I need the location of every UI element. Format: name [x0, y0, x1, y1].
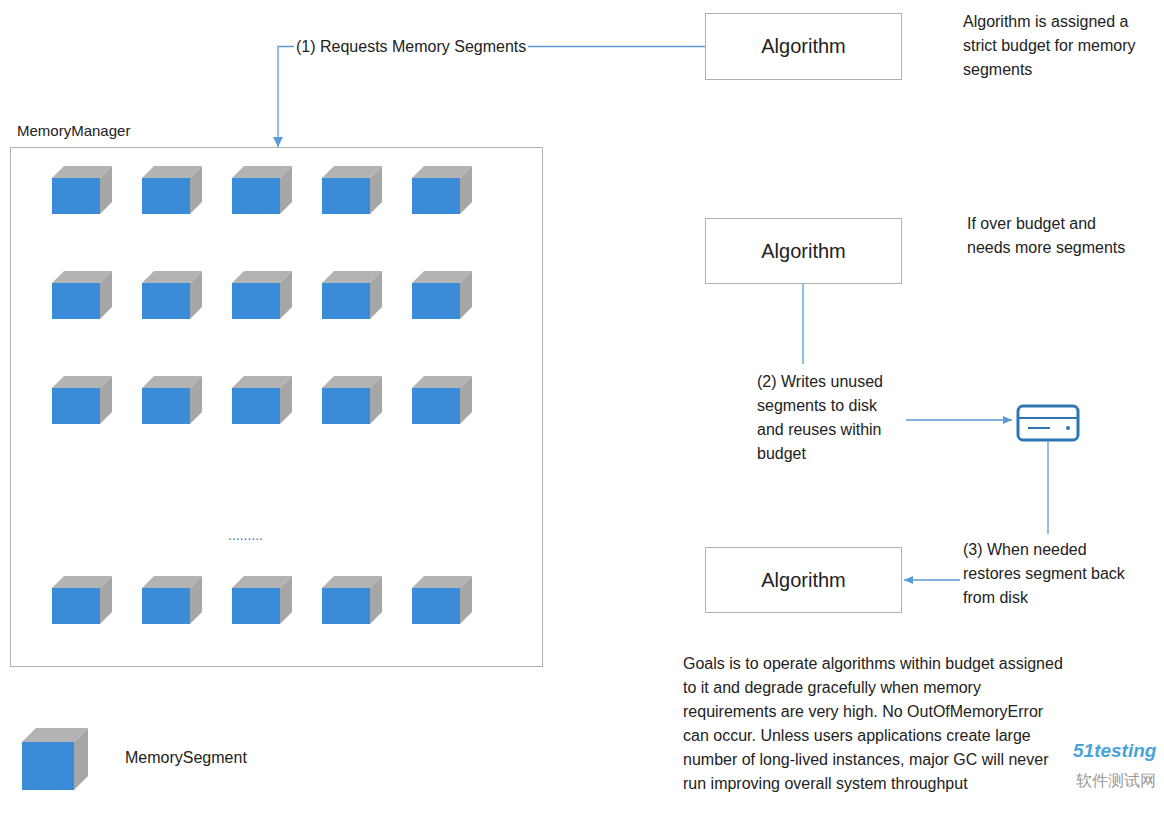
cube-face	[412, 178, 460, 214]
ellipsis: .........	[228, 526, 298, 544]
cube-face	[142, 283, 190, 319]
cube-face	[370, 376, 382, 424]
cube-face	[190, 166, 202, 214]
cube-face	[280, 376, 292, 424]
step-label: (2) Writes unused segments to disk and r…	[757, 370, 899, 466]
watermark: 软件测试网	[1076, 770, 1160, 791]
box-title: Algorithm	[761, 35, 845, 58]
cube-face	[322, 283, 370, 319]
box-heading: MemoryManager	[17, 122, 130, 139]
cube-face	[232, 178, 280, 214]
cube-face	[52, 388, 100, 424]
goal-note: Goals is to operate algorithms within bu…	[683, 652, 1071, 796]
cube-face	[232, 588, 280, 624]
cube-face	[412, 588, 460, 624]
legend-cube	[22, 728, 88, 790]
watermark: 51testing	[1073, 738, 1161, 763]
algorithm-box: Algorithm	[705, 547, 902, 613]
cube-face	[322, 588, 370, 624]
memory-segments	[52, 166, 472, 624]
cube-face	[52, 588, 100, 624]
box-title: Algorithm	[761, 240, 845, 263]
cube-face	[232, 388, 280, 424]
cube-face	[52, 283, 100, 319]
cube-face	[280, 271, 292, 319]
manager-box: MemoryManager	[10, 147, 543, 667]
cube-face	[142, 588, 190, 624]
algorithm-box: Algorithm	[705, 218, 902, 284]
cube-face	[460, 166, 472, 214]
cube-face	[412, 283, 460, 319]
cube-face	[322, 388, 370, 424]
cube-face	[460, 271, 472, 319]
cube-face	[100, 576, 112, 624]
cube-face	[100, 271, 112, 319]
cube-face	[190, 576, 202, 624]
cube-face	[190, 271, 202, 319]
note: If over budget and needs more segments	[967, 212, 1142, 260]
cube-face	[460, 576, 472, 624]
cube-face	[142, 388, 190, 424]
disk-icon	[1018, 406, 1078, 440]
box-title: Algorithm	[761, 569, 845, 592]
note: Algorithm is assigned a strict budget fo…	[963, 10, 1158, 82]
cube-face	[412, 388, 460, 424]
step-label: (3) When needed restores segment back fr…	[963, 538, 1131, 610]
cube-face	[232, 283, 280, 319]
cube-face	[322, 178, 370, 214]
cube-face	[142, 178, 190, 214]
cube-face	[370, 271, 382, 319]
leader-line	[906, 419, 1012, 420]
connector	[278, 47, 705, 148]
cube-face	[370, 576, 382, 624]
edge-label: (1) Requests Memory Segments	[294, 35, 528, 59]
leader-line	[1047, 441, 1048, 534]
cube-face	[280, 576, 292, 624]
leader-line	[802, 283, 803, 364]
legend-text: MemorySegment	[125, 746, 247, 770]
cube-face	[100, 166, 112, 214]
cube-face	[100, 376, 112, 424]
cube-face	[52, 178, 100, 214]
cube-face	[370, 166, 382, 214]
cube-face	[190, 376, 202, 424]
cube-face	[280, 166, 292, 214]
leader-line	[904, 579, 960, 580]
algorithm-box: Algorithm	[705, 13, 902, 80]
cube-face	[460, 376, 472, 424]
